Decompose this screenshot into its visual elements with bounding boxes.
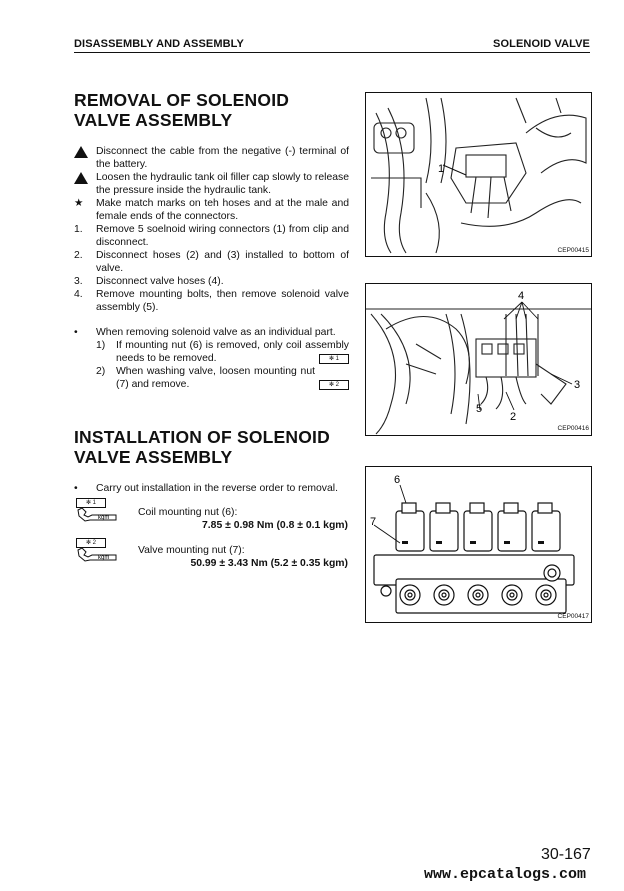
note-text: When removing solenoid valve as an indiv… — [96, 327, 336, 338]
sub-number: 1) — [96, 340, 106, 351]
list-item: 1) If mounting nut (6) is removed, only … — [74, 339, 349, 365]
header-section: DISASSEMBLY AND ASSEMBLY — [74, 38, 244, 50]
callout-label: 5 — [476, 403, 482, 415]
warning-icon — [74, 145, 94, 160]
sub-text: When washing valve, loosen mounting nut … — [116, 366, 315, 390]
bullet: • — [74, 327, 78, 338]
removal-steps: Disconnect the cable from the negative (… — [74, 145, 349, 314]
page-number: 30-167 — [541, 846, 591, 863]
installation-text: Carry out installation in the reverse or… — [96, 483, 338, 494]
removal-note: • When removing solenoid valve as an ind… — [74, 326, 349, 391]
callout-label: 1 — [438, 163, 444, 175]
installation-title: INSTALLATION OF SOLENOID VALVE ASSEMBLY — [74, 427, 330, 467]
list-item: • Carry out installation in the reverse … — [74, 482, 349, 495]
ref-tag: ✻ 1 — [319, 354, 349, 364]
installation-title-line1: INSTALLATION OF SOLENOID — [74, 427, 330, 447]
spec-value: 7.85 ± 0.98 Nm (0.8 ± 0.1 kgm) — [202, 520, 348, 531]
spec-label: Coil mounting nut (6): — [138, 507, 238, 518]
list-item: Disconnect the cable from the negative (… — [74, 145, 349, 171]
list-item: ★ Make match marks on teh hoses and at t… — [74, 197, 349, 223]
header-topic: SOLENOID VALVE — [493, 38, 590, 50]
running-header: DISASSEMBLY AND ASSEMBLY SOLENOID VALVE — [74, 38, 590, 52]
removal-title: REMOVAL OF SOLENOID VALVE ASSEMBLY — [74, 90, 289, 130]
header-rule — [74, 52, 590, 53]
sub-number: 2) — [96, 366, 106, 377]
ref-tag: ✻ 1 — [76, 498, 106, 508]
figure-wiring-connectors: 1 CEP00415 — [365, 92, 592, 257]
step-number: 2. — [74, 250, 83, 261]
warning-icon — [74, 171, 94, 186]
installation-body: • Carry out installation in the reverse … — [74, 482, 349, 495]
figure-illustration: 4 3 2 5 — [366, 290, 591, 435]
figure-hoses: 4 3 2 5 CEP00416 — [365, 283, 592, 436]
list-item: 1. Remove 5 soelnoid wiring connectors (… — [74, 223, 349, 249]
torque-unit: kgm — [98, 555, 109, 561]
step-text: Loosen the hydraulic tank oil filler cap… — [96, 172, 349, 196]
figure-illustration: 6 7 — [370, 474, 575, 614]
removal-title-line2: VALVE ASSEMBLY — [74, 110, 233, 130]
sub-text: If mounting nut (6) is removed, only coi… — [116, 340, 349, 364]
figure-illustration: 1 — [371, 97, 587, 254]
step-text: Remove mounting bolts, then remove solen… — [96, 289, 349, 313]
torque-unit: kgm — [98, 515, 109, 521]
figure-code: CEP00415 — [557, 247, 589, 254]
callout-label: 2 — [510, 411, 516, 423]
star-icon: ★ — [74, 198, 84, 209]
step-text: Make match marks on teh hoses and at the… — [96, 198, 349, 222]
bullet: • — [74, 483, 78, 494]
callout-label: 7 — [370, 516, 376, 528]
website-link[interactable]: www.epcatalogs.com — [424, 866, 587, 883]
step-text: Disconnect the cable from the negative (… — [96, 146, 349, 170]
callout-label: 3 — [574, 379, 580, 391]
ref-tag: ✻ 2 — [76, 538, 106, 548]
figure-code: CEP00417 — [557, 613, 589, 620]
step-text: Disconnect valve hoses (4). — [96, 276, 224, 287]
list-item: 3. Disconnect valve hoses (4). — [74, 275, 349, 288]
figure-solenoid-valve: 6 7 CEP00417 — [365, 466, 592, 623]
step-text: Disconnect hoses (2) and (3) installed t… — [96, 250, 349, 274]
step-number: 4. — [74, 289, 83, 300]
list-item: 2) When washing valve, loosen mounting n… — [74, 365, 349, 391]
torque-wrench-icon: kgm — [76, 507, 120, 527]
figure-code: CEP00416 — [557, 425, 589, 432]
step-number: 3. — [74, 276, 83, 287]
list-item: 4. Remove mounting bolts, then remove so… — [74, 288, 349, 314]
spec-label: Valve mounting nut (7): — [138, 545, 245, 556]
removal-title-line1: REMOVAL OF SOLENOID — [74, 90, 290, 110]
spec-value: 50.99 ± 3.43 Nm (5.2 ± 0.35 kgm) — [190, 558, 348, 569]
list-item: 2. Disconnect hoses (2) and (3) installe… — [74, 249, 349, 275]
installation-title-line2: VALVE ASSEMBLY — [74, 447, 233, 467]
callout-label: 4 — [518, 290, 524, 302]
list-item: • When removing solenoid valve as an ind… — [74, 326, 349, 339]
step-number: 1. — [74, 224, 83, 235]
ref-tag: ✻ 2 — [319, 380, 349, 390]
callout-label: 6 — [394, 474, 400, 486]
list-item: Loosen the hydraulic tank oil filler cap… — [74, 171, 349, 197]
step-text: Remove 5 soelnoid wiring connectors (1) … — [96, 224, 349, 248]
torque-wrench-icon: kgm — [76, 547, 120, 567]
